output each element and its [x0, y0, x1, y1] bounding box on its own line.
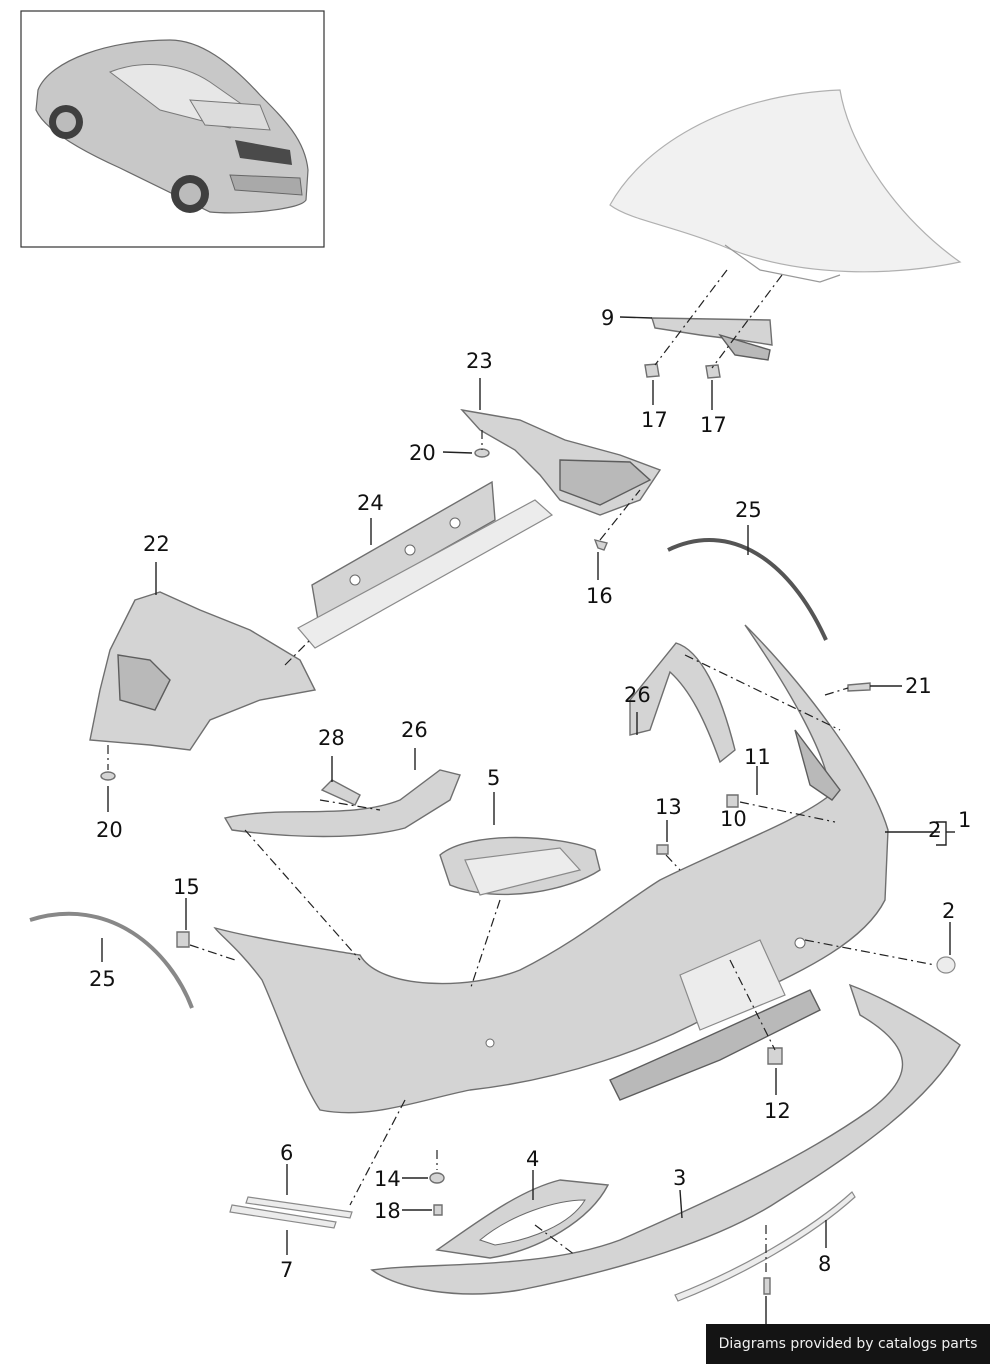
callout-labels: 9 17 17 23 20 24 16 22 20 25 21 26 26 28… — [89, 306, 971, 1282]
callout-25-lower: 25 — [89, 967, 116, 991]
callout-28: 28 — [318, 726, 345, 750]
callout-21: 21 — [905, 674, 932, 698]
credit-banner: Diagrams provided by catalogs parts — [706, 1324, 990, 1364]
callout-22: 22 — [143, 532, 170, 556]
part-3-diffuser — [370, 983, 961, 1295]
callout-2-bracket: 2 — [928, 818, 941, 842]
callout-20-upper: 20 — [409, 441, 436, 465]
callout-16: 16 — [586, 584, 613, 608]
leader-lines — [101, 316, 955, 1330]
part-1-bumper-cover — [213, 624, 889, 1114]
part-26-bracket-right — [629, 642, 736, 764]
callout-26-left: 26 — [401, 718, 428, 742]
part-9-bracket — [651, 317, 773, 361]
callout-24: 24 — [357, 491, 384, 515]
part-26-bracket-left — [223, 769, 461, 838]
callout-3: 3 — [673, 1166, 686, 1190]
rear-deck-lid — [609, 89, 962, 283]
part-20-clip-upper — [474, 448, 490, 458]
callout-10: 10 — [720, 807, 747, 831]
part-10-sensor — [726, 794, 739, 808]
callout-17-left: 17 — [641, 408, 668, 432]
callout-6: 6 — [280, 1141, 293, 1165]
callout-25-upper: 25 — [735, 498, 762, 522]
callout-17-right: 17 — [700, 413, 727, 437]
callout-4: 4 — [526, 1147, 539, 1171]
callout-12: 12 — [764, 1099, 791, 1123]
part-14-nut — [429, 1172, 445, 1184]
callout-18: 18 — [374, 1199, 401, 1223]
car-overview-inset — [20, 10, 325, 248]
callout-9: 9 — [601, 306, 614, 330]
callout-1: 1 — [958, 808, 971, 832]
callout-7: 7 — [280, 1258, 293, 1282]
part-20-clip-lower — [100, 771, 116, 781]
part-16-screw — [593, 538, 608, 551]
callout-20-lower: 20 — [96, 818, 123, 842]
callout-15: 15 — [173, 875, 200, 899]
part-28-bracket — [320, 779, 361, 806]
callout-14: 14 — [374, 1167, 401, 1191]
part-15-clip — [176, 931, 190, 948]
callout-23: 23 — [466, 349, 493, 373]
part-5-grille — [439, 836, 601, 896]
part-8-strip — [674, 1191, 856, 1302]
assembly-lines — [107, 269, 936, 1275]
part-18-screw — [433, 1204, 443, 1216]
part-21-screw — [847, 682, 871, 692]
part-13-clip — [656, 844, 669, 855]
part-23-heat-shield — [460, 408, 662, 516]
part-7-strip — [229, 1204, 337, 1229]
screw-bottom — [763, 1277, 771, 1295]
callout-8: 8 — [818, 1252, 831, 1276]
part-2-cap — [936, 956, 956, 974]
part-12-sensor-holder — [767, 1047, 783, 1065]
part-25-trim-left — [29, 911, 194, 1009]
part-24-reinforcement — [297, 480, 554, 649]
callout-2: 2 — [942, 899, 955, 923]
callout-5: 5 — [487, 766, 500, 790]
callout-11: 11 — [744, 745, 771, 769]
callout-26-right: 26 — [624, 683, 651, 707]
callout-13: 13 — [655, 795, 682, 819]
part-25-trim-right — [667, 538, 828, 641]
part-4-tailpipe-trim — [435, 1179, 610, 1259]
part-22-heat-shield — [89, 591, 317, 751]
part-6-strip — [245, 1196, 353, 1219]
part-17-nuts — [644, 363, 721, 379]
